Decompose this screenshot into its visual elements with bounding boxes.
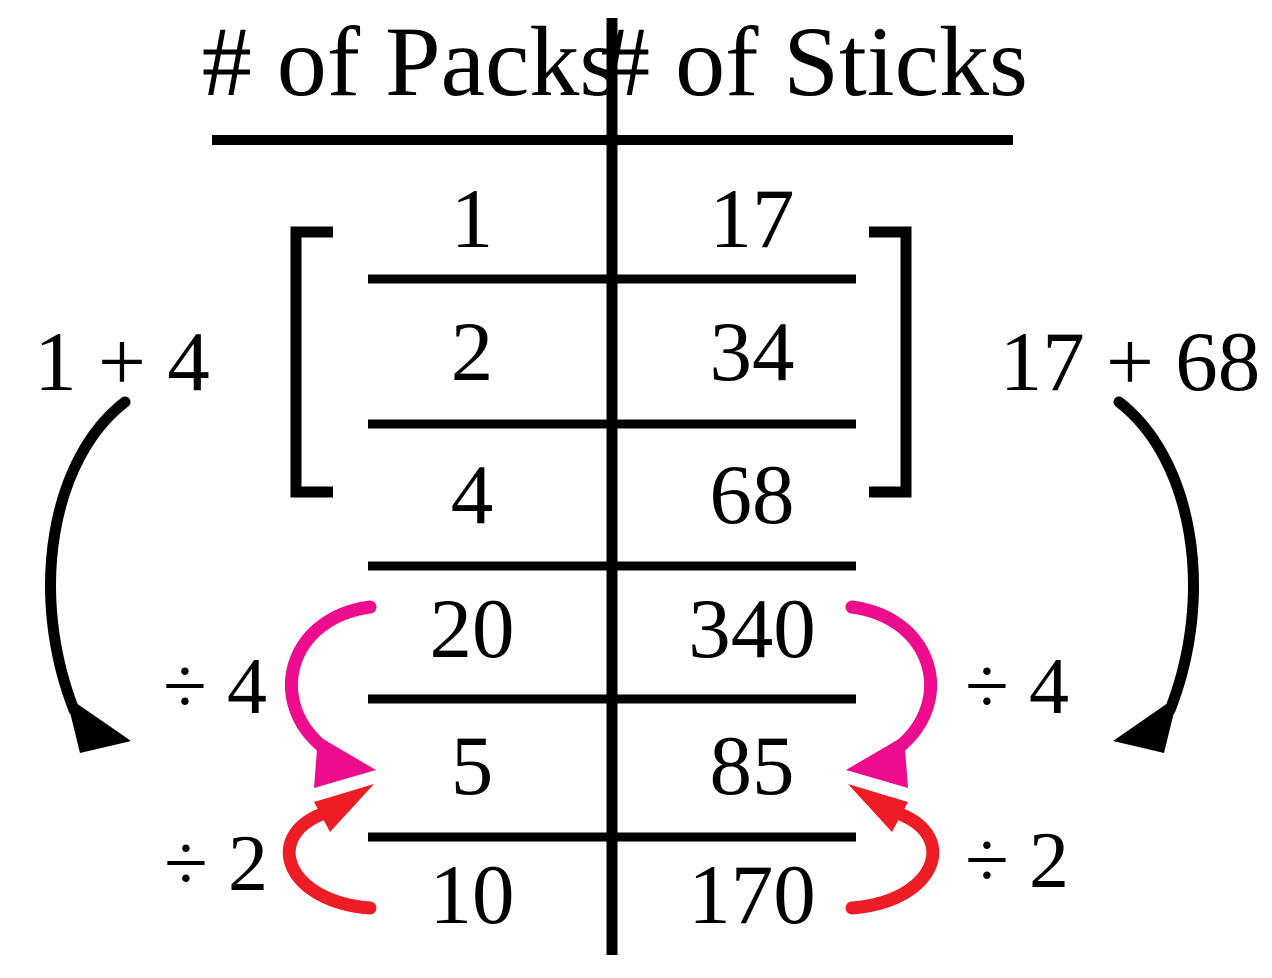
left-addition-arrowhead xyxy=(66,696,131,753)
divide2-arrowhead-right xyxy=(848,784,908,832)
divide2-arrow-left xyxy=(282,807,377,915)
cell-packs-row6: 10 xyxy=(430,848,515,942)
divide4-label-left: ÷ 4 xyxy=(163,643,267,731)
right-addition-label: 17 + 68 xyxy=(1000,315,1260,409)
cell-packs-row4: 20 xyxy=(430,582,515,676)
left-bracket xyxy=(290,226,333,498)
left-addition-label: 1 + 4 xyxy=(34,315,209,409)
right-addition-arrowhead xyxy=(1113,696,1178,753)
divide4-label-right: ÷ 4 xyxy=(965,643,1069,731)
divide4-arrowhead-right xyxy=(846,736,908,788)
cell-packs-row1: 1 xyxy=(451,172,494,266)
cell-sticks-row6: 170 xyxy=(688,848,816,942)
cell-packs-row3: 4 xyxy=(451,448,494,542)
cell-sticks-row4: 340 xyxy=(688,582,816,676)
left-addition-arrow xyxy=(45,396,131,716)
right-bracket xyxy=(869,226,912,498)
divide2-label-right: ÷ 2 xyxy=(965,817,1069,905)
divide4-arrow-left xyxy=(284,600,377,755)
cell-packs-row5: 5 xyxy=(451,719,494,813)
sticks-column-header: # of Sticks xyxy=(600,6,1028,117)
cell-sticks-row2: 34 xyxy=(710,305,795,399)
divide4-arrowhead-left xyxy=(314,736,376,788)
cell-sticks-row1: 17 xyxy=(710,172,795,266)
divide4-arrow-right xyxy=(845,600,938,755)
divide2-arrow-right xyxy=(845,807,940,915)
cell-sticks-row5: 85 xyxy=(710,719,795,813)
packs-column-header: # of Packs xyxy=(202,6,619,117)
cell-packs-row2: 2 xyxy=(451,305,494,399)
divide2-label-left: ÷ 2 xyxy=(164,820,268,908)
divide2-arrowhead-left xyxy=(314,784,374,832)
right-addition-arrow xyxy=(1113,396,1199,716)
cell-sticks-row3: 68 xyxy=(710,448,795,542)
